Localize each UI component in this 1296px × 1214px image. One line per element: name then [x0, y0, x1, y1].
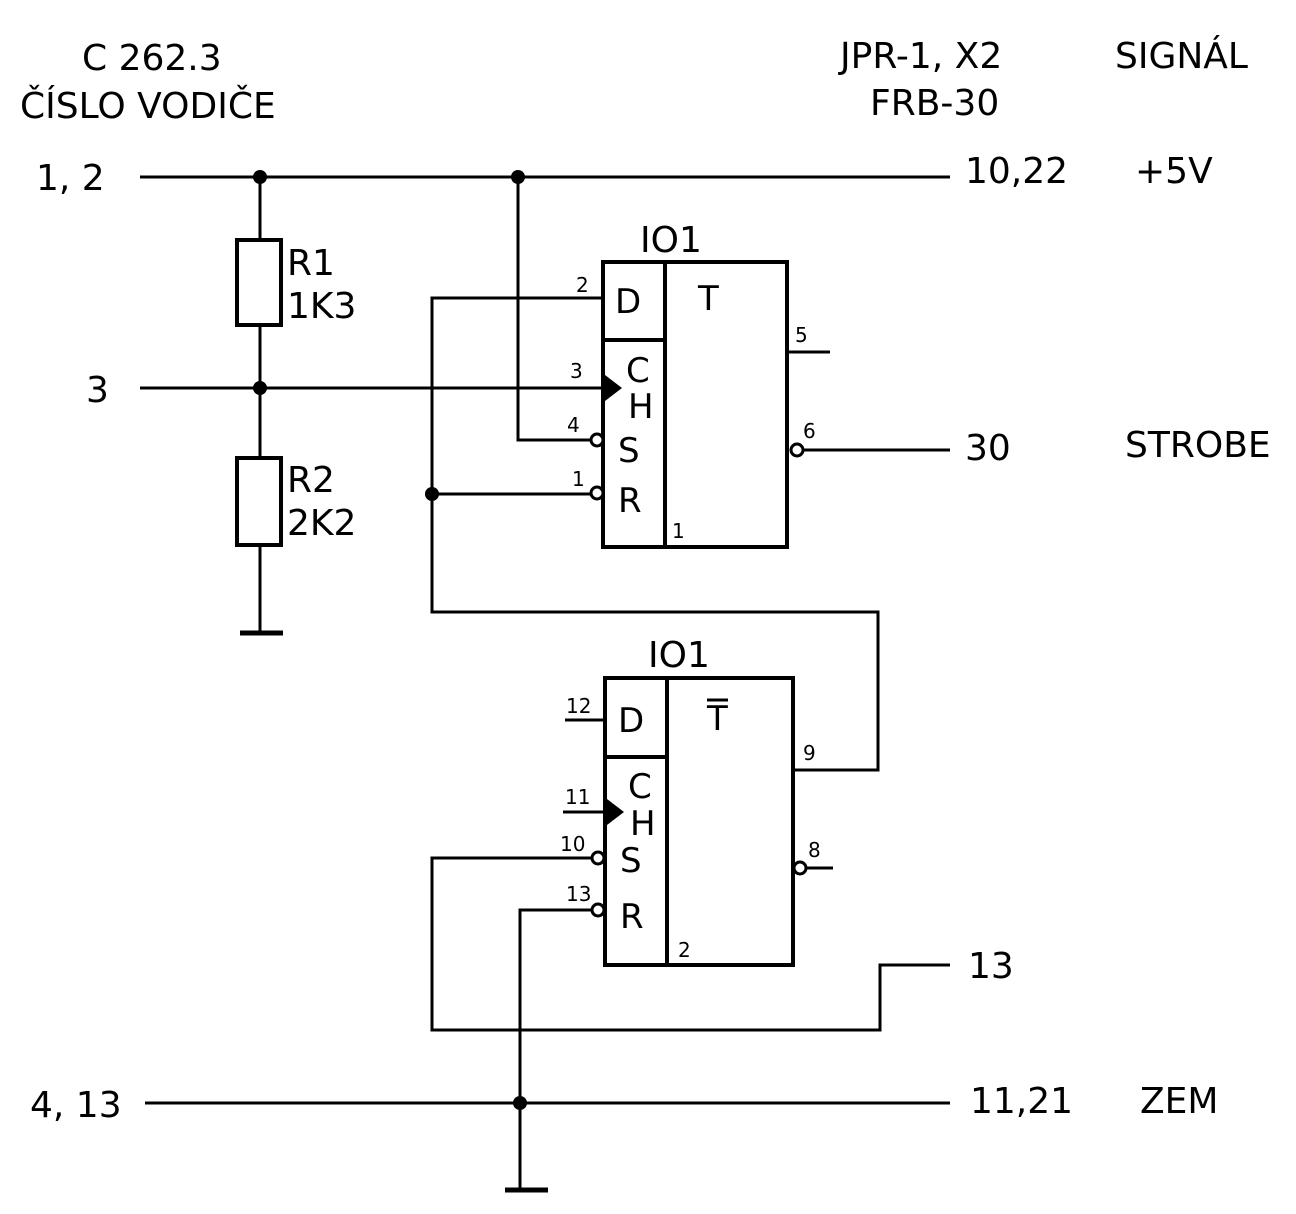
pin-label: 5 [795, 323, 808, 347]
ff1-d: D [615, 282, 641, 322]
inversion-bubble-icon [590, 902, 606, 918]
ff2-section: 2 [678, 938, 691, 962]
pin-label: 3 [570, 359, 583, 383]
signal-strobe: STROBE [1125, 425, 1271, 466]
pin-label: 9 [803, 741, 816, 765]
pin-label: 4 [567, 413, 580, 437]
pin-label: 8 [808, 838, 821, 862]
pin-label: 11 [565, 785, 590, 809]
ff1-t: T [697, 279, 719, 319]
pin-label: 2 [576, 273, 589, 297]
inversion-bubble-icon [792, 860, 808, 876]
signal-heading: SIGNÁL [1115, 35, 1248, 77]
terminal-ground-left: 4, 13 [30, 1085, 122, 1126]
r2-name: R2 [287, 460, 335, 501]
set-input-wire [430, 856, 950, 1032]
ff2-h: H [630, 804, 656, 844]
reset-ground-wire [518, 908, 592, 1190]
inversion-bubble-icon [589, 432, 605, 448]
ff1-section: 1 [672, 519, 685, 543]
inversion-bubble-icon [789, 442, 805, 458]
connector-label: JPR-1, X2 [838, 36, 1002, 77]
inversion-bubble-icon [590, 850, 606, 866]
terminal-clock-left: 3 [86, 370, 109, 411]
connector-type-label: FRB-30 [870, 83, 999, 124]
pin-label: 10 [560, 832, 585, 856]
flipflop-2: IO1 D T C H S R 2 12 11 10 13 9 8 [560, 635, 821, 967]
r1-value: 1K3 [287, 286, 356, 327]
ff1-h: H [628, 387, 654, 427]
ff2-c: C [628, 767, 652, 807]
ff2-r: R [620, 897, 644, 937]
pin-label: 12 [566, 694, 591, 718]
ff2-t: T [706, 699, 728, 739]
ff2-title: IO1 [648, 635, 710, 676]
pin-label: 13 [566, 882, 591, 906]
resistor-r1 [235, 238, 283, 327]
pin-label: 6 [803, 419, 816, 443]
wire-number-heading: ČÍSLO VODIČE [20, 85, 276, 127]
clock-triangle-icon [605, 375, 622, 401]
terminal-strobe: 30 [965, 428, 1011, 469]
signal-ground: ZEM [1140, 1081, 1218, 1122]
wire [516, 177, 592, 442]
flipflop-1: IO1 D T C H S R 1 2 3 4 1 5 6 [567, 220, 816, 549]
cable-label: C 262.3 [82, 38, 222, 79]
feedback-wire [430, 296, 880, 772]
ff2-s: S [620, 841, 642, 881]
terminal-supply-right: 10,22 [965, 151, 1068, 192]
clock-triangle-icon [607, 799, 624, 825]
r1-name: R1 [287, 243, 335, 284]
resistor-r2 [235, 456, 283, 547]
pin-label: 1 [572, 467, 585, 491]
junction [513, 1096, 527, 1110]
ff1-c: C [626, 351, 650, 391]
r2-value: 2K2 [287, 503, 356, 544]
ff1-title: IO1 [640, 220, 702, 261]
terminal-aux: 13 [968, 946, 1014, 987]
inversion-bubble-icon [589, 485, 605, 501]
ff2-d: D [618, 701, 644, 741]
terminal-ground-right: 11,21 [970, 1081, 1073, 1122]
signal-supply: +5V [1135, 151, 1213, 192]
terminal-supply-left: 1, 2 [36, 158, 105, 199]
ff1-r: R [618, 481, 642, 521]
ff1-s: S [618, 431, 640, 471]
